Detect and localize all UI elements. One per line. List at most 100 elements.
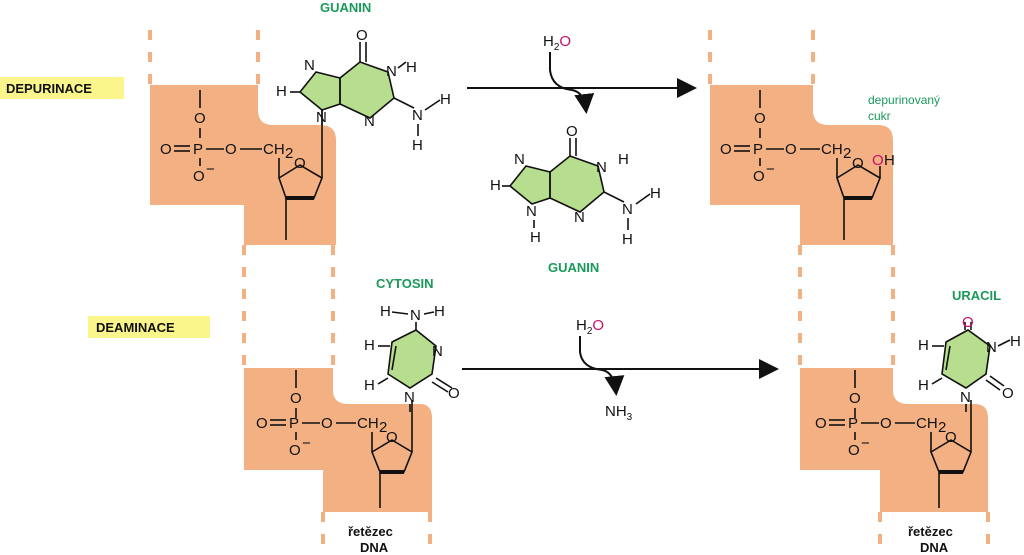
- svg-text:H: H: [490, 177, 501, 194]
- svg-text:P: P: [848, 415, 858, 432]
- svg-text:H: H: [884, 152, 895, 169]
- depurination-label: DEPURINACE: [6, 81, 92, 96]
- svg-text:O: O: [754, 110, 766, 127]
- svg-text:H: H: [622, 231, 633, 248]
- svg-text:H: H: [440, 91, 451, 108]
- svg-text:N: N: [622, 201, 633, 218]
- depurinated-sugar-label-2: cukr: [868, 109, 891, 123]
- svg-text:N: N: [986, 339, 997, 356]
- water-guanine-curve: [549, 52, 595, 114]
- svg-text:N: N: [412, 107, 423, 124]
- svg-text:O: O: [880, 415, 892, 432]
- svg-text:2: 2: [843, 145, 851, 162]
- strand-label-left-1: řetězec: [348, 524, 393, 539]
- svg-text:O: O: [321, 415, 333, 432]
- svg-text:N: N: [526, 203, 537, 220]
- svg-text:N: N: [364, 113, 375, 130]
- phosphate-sugar-bottom-left: O O P O CH 2 O − O: [256, 370, 413, 508]
- svg-text:H: H: [364, 337, 375, 354]
- svg-text:O: O: [225, 141, 237, 158]
- svg-text:H: H: [412, 137, 423, 154]
- svg-text:H: H: [364, 377, 375, 394]
- svg-text:N: N: [960, 389, 971, 406]
- water-top: H2O: [543, 33, 571, 53]
- svg-text:H: H: [650, 185, 661, 202]
- svg-text:H: H: [380, 303, 391, 320]
- svg-text:O: O: [193, 168, 205, 185]
- deamination-label: DEAMINACE: [96, 320, 175, 335]
- svg-text:N: N: [432, 343, 443, 360]
- svg-text:O: O: [289, 442, 301, 459]
- svg-text:H: H: [918, 337, 929, 354]
- svg-text:O: O: [815, 415, 827, 432]
- strand-label-right-2: DNA: [920, 540, 949, 555]
- uracil-oxygen: O: [962, 314, 974, 331]
- phosphate-sugar-top-right: O O P O CH 2 O − O O H: [720, 90, 895, 240]
- svg-text:CH: CH: [821, 141, 843, 158]
- svg-text:O: O: [294, 155, 306, 172]
- strand-dashes: [148, 30, 990, 555]
- water-ammonia-curve: [579, 336, 625, 396]
- strand-label-left-2: DNA: [360, 540, 389, 555]
- svg-text:O: O: [753, 168, 765, 185]
- sugar-block-top-right: [710, 85, 893, 245]
- svg-text:CH: CH: [357, 415, 379, 432]
- depurination-label-bg: [0, 77, 124, 99]
- svg-text:H: H: [918, 377, 929, 394]
- svg-text:O: O: [160, 141, 172, 158]
- svg-text:2: 2: [379, 419, 387, 436]
- svg-text:N: N: [404, 389, 415, 406]
- depurinated-sugar-label-1: depurinovaný: [868, 93, 940, 107]
- water-bottom: H2O: [576, 317, 604, 337]
- hydroxyl-o: O: [872, 152, 884, 169]
- svg-text:H: H: [434, 303, 445, 320]
- svg-text:P: P: [289, 415, 299, 432]
- phosphate-sugar-top-left: O O P O CH 2 O − O: [160, 90, 323, 240]
- sugar-block-bottom-left: [244, 368, 432, 512]
- ammonia: NH3: [605, 403, 633, 423]
- guanine-attached: O N H N N H N N H H: [276, 27, 451, 154]
- strand-label-right-1: řetězec: [908, 524, 953, 539]
- uracil-name: URACIL: [952, 288, 1001, 303]
- svg-text:O: O: [785, 141, 797, 158]
- svg-text:O: O: [848, 442, 860, 459]
- svg-text:−: −: [766, 161, 775, 178]
- svg-text:O: O: [566, 123, 578, 140]
- svg-text:H: H: [530, 229, 541, 246]
- svg-text:N: N: [596, 159, 607, 176]
- svg-text:N: N: [514, 151, 525, 168]
- svg-text:H: H: [618, 151, 629, 168]
- deamination-label-bg: [88, 316, 210, 338]
- svg-text:O: O: [1002, 385, 1014, 402]
- svg-text:−: −: [302, 435, 311, 452]
- svg-text:O: O: [290, 390, 302, 407]
- cytosine-name: CYTOSIN: [376, 276, 434, 291]
- svg-text:O: O: [448, 385, 460, 402]
- svg-text:O: O: [386, 429, 398, 446]
- svg-text:2: 2: [938, 419, 946, 436]
- svg-text:−: −: [206, 161, 215, 178]
- svg-text:O: O: [720, 141, 732, 158]
- svg-text:P: P: [753, 141, 763, 158]
- svg-text:O: O: [256, 415, 268, 432]
- svg-text:N: N: [410, 307, 421, 324]
- svg-text:CH: CH: [263, 141, 285, 158]
- svg-text:2: 2: [285, 145, 293, 162]
- svg-text:H: H: [1010, 333, 1021, 350]
- guanine-released: O N H N H N H N N H H: [490, 123, 661, 248]
- guanine-top-name: GUANIN: [320, 0, 371, 15]
- svg-text:O: O: [945, 429, 957, 446]
- svg-text:N: N: [386, 63, 397, 80]
- svg-text:O: O: [194, 110, 206, 127]
- uracil: O N H O N H H: [918, 314, 1021, 412]
- svg-text:CH: CH: [916, 415, 938, 432]
- svg-text:P: P: [193, 141, 203, 158]
- phosphate-sugar-bottom-right: O O P O CH 2 O − O: [815, 370, 972, 508]
- svg-text:O: O: [849, 390, 861, 407]
- svg-text:H: H: [406, 59, 417, 76]
- sugar-block-top-left: [150, 85, 336, 245]
- sugar-block-bottom-right: [800, 368, 988, 512]
- svg-text:O: O: [356, 27, 368, 44]
- guanine-released-name: GUANIN: [548, 260, 599, 275]
